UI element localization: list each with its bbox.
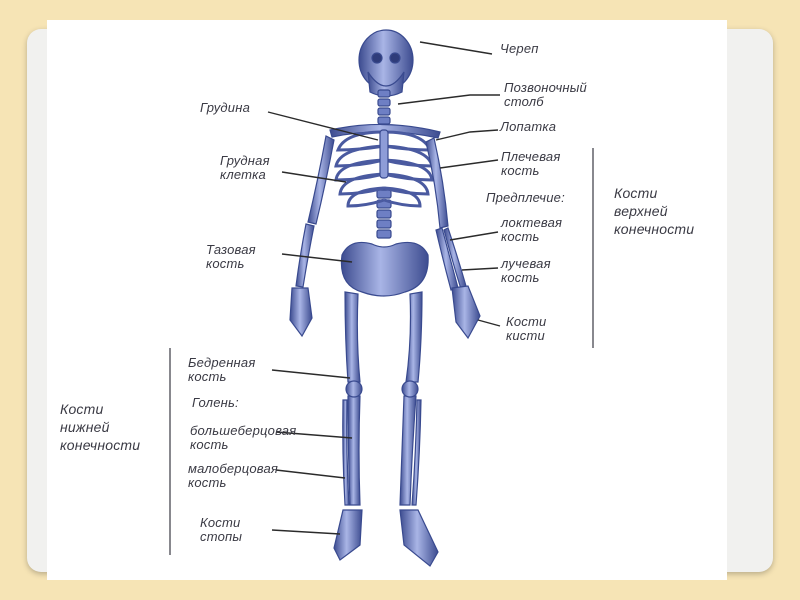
leader-fibula [275, 469, 346, 479]
leader-sternum [267, 111, 379, 141]
leader-spine [397, 94, 500, 105]
left-fibula-bone [342, 399, 350, 506]
left-hand-bone [289, 287, 313, 338]
label-hand: Кости кисти [506, 314, 547, 343]
pelvis-bone [340, 241, 429, 297]
left-femur-bone [344, 291, 361, 383]
group-lower-limb: Кости нижней конечности [60, 401, 141, 453]
left-tibia-bone [347, 395, 361, 506]
label-shin: Голень: [192, 395, 239, 410]
left-forearm-bone [295, 223, 315, 288]
label-radius: лучевая кость [501, 256, 551, 285]
label-ribcage: Грудная клетка [220, 153, 270, 182]
sternum-bone [379, 129, 389, 179]
leader-skull [419, 41, 493, 55]
skeleton [289, 29, 481, 567]
leader-lines [267, 41, 501, 535]
right-femur-bone [405, 291, 423, 383]
leader-hand [477, 319, 501, 327]
leader-femur [271, 369, 351, 379]
leader-tibia [275, 431, 353, 439]
right-hand-bone [451, 285, 481, 340]
right-foot-bone [399, 509, 439, 567]
group-upper-limb: Кости верхней конечности [614, 185, 695, 237]
label-scapula: Лопатка [500, 119, 557, 134]
leader-ribcage [281, 171, 347, 183]
label-sternum: Грудина [200, 100, 250, 115]
label-femur: Бедренная кость [188, 355, 256, 384]
right-fibula-bone [411, 399, 422, 506]
left-foot-bone [333, 509, 363, 561]
spine-bone [376, 89, 392, 239]
label-fibula: малоберцовая кость [188, 461, 279, 490]
label-humerus: Плечевая кость [501, 149, 561, 178]
right-tibia-bone [399, 395, 417, 506]
label-ulna: локтевая кость [501, 215, 563, 244]
right-ulna-bone [435, 227, 459, 291]
leader-radius [461, 267, 499, 271]
ribcage-bone [334, 130, 434, 208]
leader-humerus [439, 159, 499, 169]
left-humerus-bone [307, 135, 335, 225]
leader-ulna [449, 231, 499, 241]
label-spine: Позвоночный столб [504, 80, 587, 109]
leader-scapula [435, 129, 499, 141]
leader-pelvis [281, 253, 353, 263]
label-skull: Череп [500, 41, 539, 56]
label-foot: Кости стопы [200, 515, 243, 544]
label-forearm: Предплечие: [486, 190, 565, 205]
label-pelvis: Тазовая кость [206, 242, 256, 271]
skull-bone [358, 29, 414, 97]
leader-foot [271, 529, 341, 535]
label-tibia: большеберцовая кость [190, 423, 297, 452]
